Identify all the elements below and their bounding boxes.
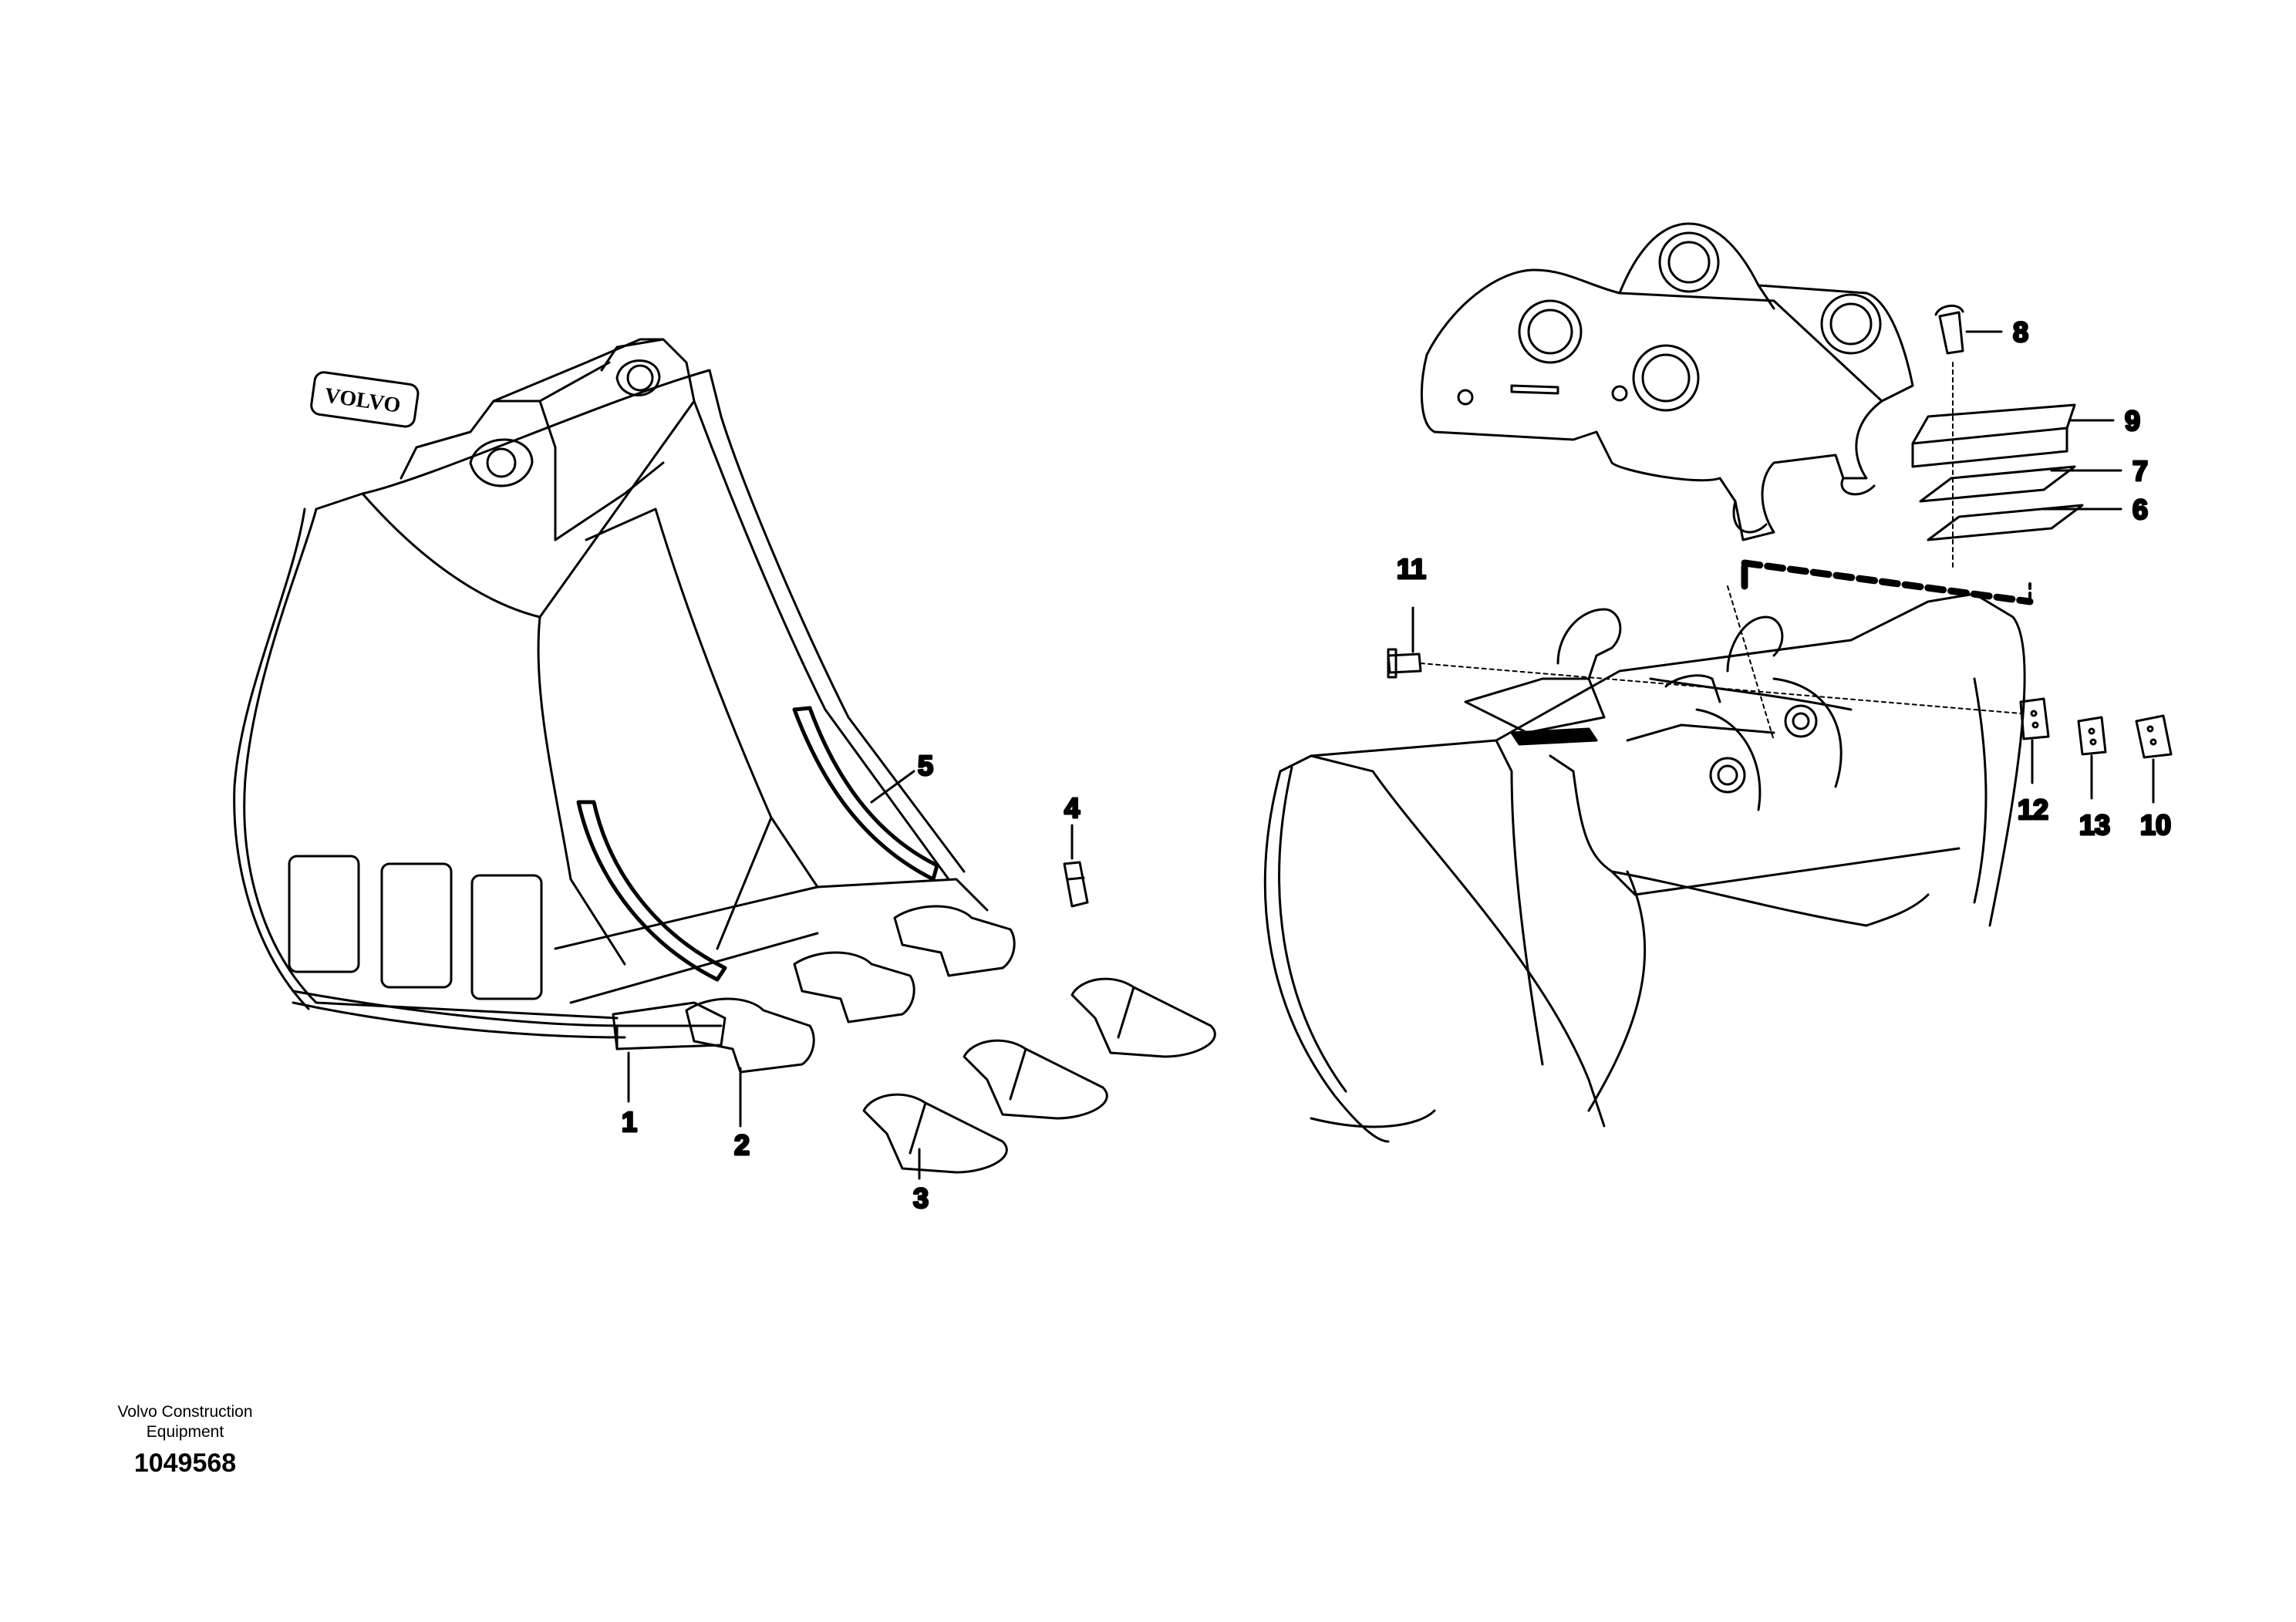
callout-12: 12 <box>2018 794 2048 825</box>
retaining-pin <box>1063 861 1089 908</box>
callout-9: 9 <box>2125 405 2140 437</box>
quick-coupler <box>1421 222 1914 541</box>
callout-6: 6 <box>2132 494 2148 525</box>
callout-5: 5 <box>918 750 933 781</box>
callout-3: 3 <box>913 1182 929 1214</box>
bucket-right <box>1263 592 2026 1143</box>
document-footer: Volvo Construction Equipment 1049568 <box>46 1402 324 1479</box>
digging-bucket-left: VOLVO <box>233 338 1016 1074</box>
callout-13: 13 <box>2079 809 2110 841</box>
shim-stack <box>1387 305 2173 759</box>
callout-1: 1 <box>622 1106 637 1138</box>
callout-11: 11 <box>1397 553 1426 585</box>
callout-labels: 1 2 3 4 5 6 7 8 9 10 11 12 13 <box>620 315 2172 1216</box>
bucket-teeth <box>862 977 1216 1174</box>
callout-7: 7 <box>2132 455 2148 487</box>
callout-4: 4 <box>1064 792 1080 824</box>
callout-2: 2 <box>734 1129 750 1161</box>
callout-leaders <box>627 330 2155 1180</box>
document-number: 1049568 <box>133 1448 237 1478</box>
manufacturer-line-2: Equipment <box>146 1423 224 1441</box>
callout-10: 10 <box>2140 809 2171 841</box>
manufacturer-line-1: Volvo Construction <box>117 1403 253 1421</box>
volvo-logo-text: VOLVO <box>323 383 402 417</box>
callout-8: 8 <box>2013 316 2028 348</box>
